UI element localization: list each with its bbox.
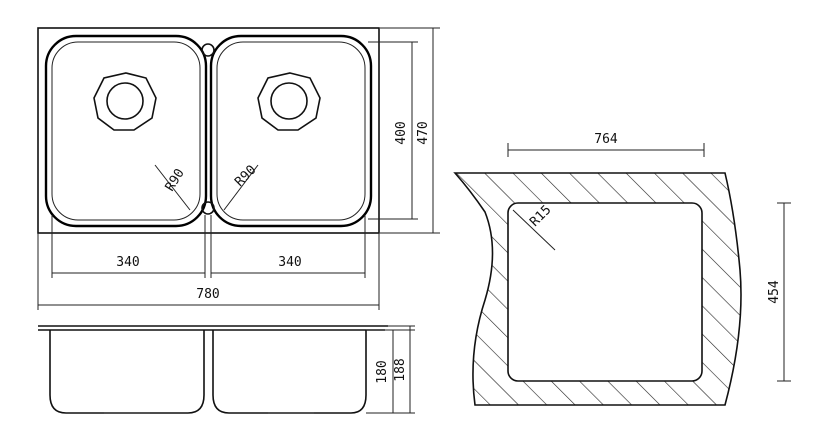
radius-left-leader (154, 164, 191, 211)
tap-hole (201, 43, 215, 57)
right-bowl-inner-line (216, 41, 366, 221)
overflow-hole (201, 201, 215, 215)
dim-340-right-label: 340 (278, 255, 301, 270)
side-right-bowl (212, 330, 367, 414)
radius-right-label: R90 (232, 163, 259, 190)
radius-left-label: R90 (163, 166, 188, 194)
cutout-opening (507, 202, 703, 382)
left-drain-outer (93, 72, 157, 131)
right-drain-outer (257, 72, 321, 131)
dim-780-label: 780 (196, 287, 219, 302)
dim-454-label: 454 (767, 280, 782, 304)
dim-180-label: 180 (375, 360, 390, 383)
left-drain-inner (106, 82, 144, 120)
dim-188-label: 188 (393, 358, 408, 381)
right-bowl (209, 34, 373, 228)
left-bowl-outline (44, 34, 208, 228)
right-drain-inner (270, 82, 308, 120)
dim-470-label: 470 (416, 121, 431, 144)
sink-outer-rim (37, 27, 380, 234)
right-bowl-outline (209, 34, 373, 228)
left-bowl (44, 34, 208, 228)
radius-r15-leader (512, 209, 556, 251)
radius-right-leader (223, 164, 259, 211)
left-bowl-inner-line (51, 41, 201, 221)
dim-400-label: 400 (394, 121, 409, 144)
cutout-view: R15 764 454 (453, 132, 791, 406)
sink-top-view: R90 R90 400 470 340 340 780 (37, 27, 440, 310)
dim-764-label: 764 (594, 132, 618, 147)
side-left-bowl (49, 330, 205, 414)
dim-340-left-label: 340 (116, 255, 139, 270)
sink-side-view: 180 188 (38, 325, 415, 414)
